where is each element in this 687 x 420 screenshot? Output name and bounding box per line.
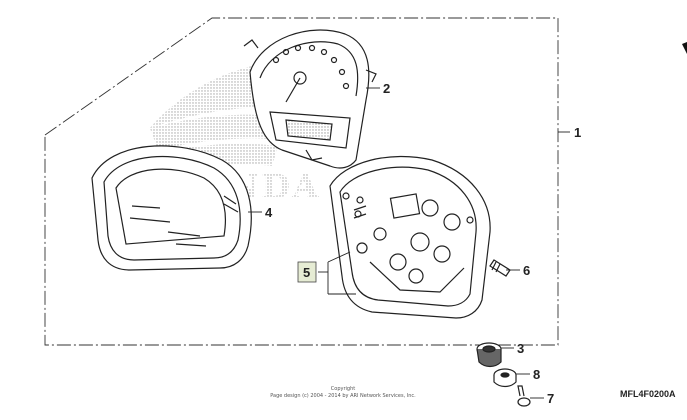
callout-5-highlight-box <box>297 261 317 283</box>
part-4-meter-lens <box>91 145 252 271</box>
callout-2[interactable]: 2 <box>383 81 390 96</box>
part-2-gauge-unit <box>243 29 377 169</box>
callout-6[interactable]: 6 <box>523 263 530 278</box>
assembly-boundary-outline <box>44 17 559 346</box>
callout-8[interactable]: 8 <box>533 367 540 382</box>
callout-7[interactable]: 7 <box>547 391 554 406</box>
callout-5[interactable]: 5 <box>303 265 310 280</box>
diagram-code: MFL4F0200A <box>620 389 676 399</box>
copyright-line-2: Page design (c) 2004 - 2014 by ARI Netwo… <box>270 393 416 399</box>
copyright-line-1: Copyright <box>331 386 355 392</box>
arrow-mark-icon <box>682 42 687 54</box>
callout-3[interactable]: 3 <box>517 341 524 356</box>
part-8-collar <box>493 368 517 388</box>
part-7-screw <box>517 385 531 407</box>
callout-4[interactable]: 4 <box>265 205 273 220</box>
part-3-grommet <box>476 342 502 368</box>
callout-1[interactable]: 1 <box>574 125 581 140</box>
part-6-screw <box>489 259 511 277</box>
leader-lines <box>248 87 570 399</box>
part-5-meter-case <box>329 155 491 319</box>
